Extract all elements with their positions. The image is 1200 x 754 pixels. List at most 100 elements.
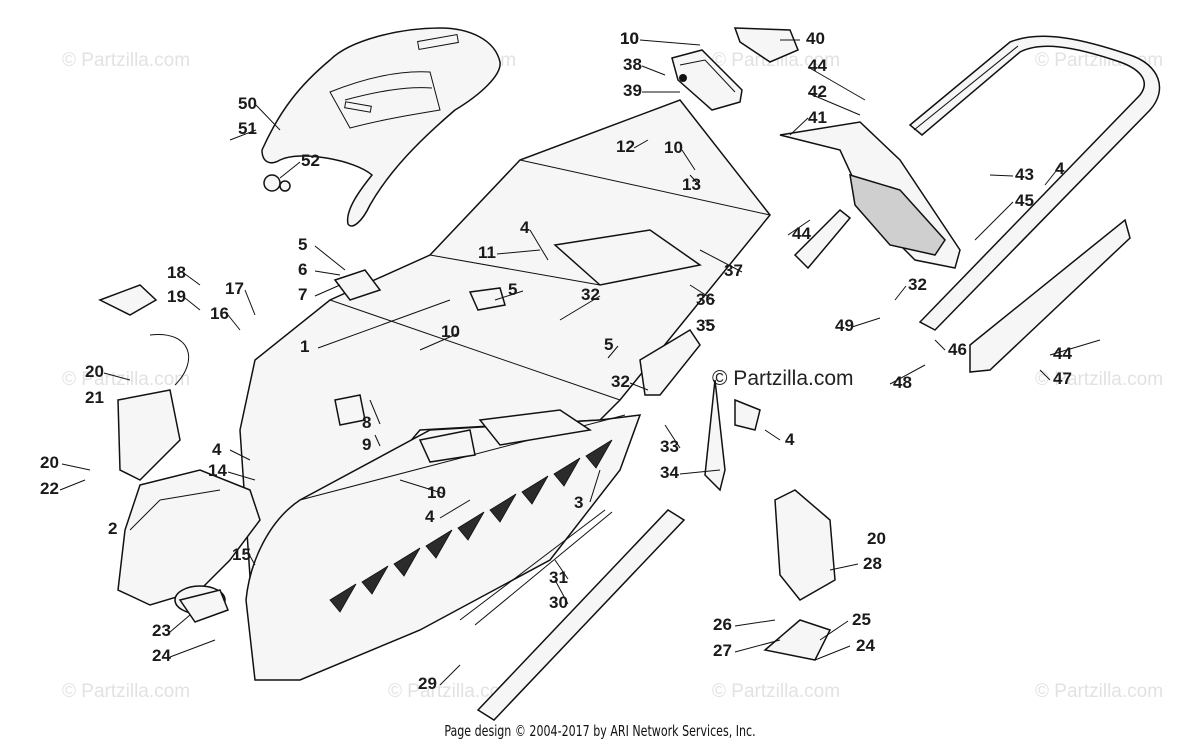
callout-number: 14 [208, 461, 227, 480]
leader-line [184, 273, 201, 286]
leader-line [184, 297, 201, 311]
callout-number: 6 [298, 260, 307, 279]
callout-number: 4 [1055, 159, 1065, 178]
leader-line [59, 479, 86, 491]
leader-line [664, 424, 681, 449]
callout-number: 49 [835, 316, 854, 335]
leader-line [249, 555, 256, 566]
watermark: © Partzilla.com [62, 369, 190, 390]
leader-line [787, 219, 811, 236]
callout-number: 32 [581, 285, 600, 304]
leader-line [639, 39, 701, 46]
callout-number: 22 [40, 479, 59, 498]
callout-number: 47 [1053, 369, 1072, 388]
callout-number: 4 [785, 430, 795, 449]
callout-number: 31 [549, 568, 568, 587]
tunnel-part [239, 99, 771, 681]
leader-line [244, 289, 256, 316]
leader-line [103, 372, 131, 381]
leader-line [633, 139, 649, 149]
callout-number: 41 [808, 108, 827, 127]
callout-number: 10 [664, 138, 683, 157]
watermark-group: © Partzilla.com © Partzilla.com © Partzi… [62, 50, 1163, 702]
callout-number: 24 [856, 636, 875, 655]
leader-line [889, 364, 926, 385]
callout-number: 20 [40, 453, 59, 472]
watermark: © Partzilla.com [1035, 681, 1163, 702]
cutout-shape [585, 439, 613, 469]
watermark: © Partzilla.com [712, 681, 840, 702]
leader-line [369, 399, 381, 425]
running-board-cutouts [329, 439, 613, 613]
cutout-shape [425, 529, 453, 559]
leader-line [554, 559, 569, 580]
callout-number: 26 [713, 615, 732, 634]
callout-number: 15 [232, 545, 251, 564]
center-watermark: © Partzilla.com [712, 367, 854, 390]
callout-number: 23 [152, 621, 171, 640]
callout-number: 13 [682, 175, 701, 194]
leader-line [129, 499, 161, 531]
callout-number: 12 [616, 137, 635, 156]
leader-line [974, 201, 1014, 241]
leader-line [314, 245, 346, 271]
callout-number: 34 [660, 463, 679, 482]
leader-line [989, 174, 1014, 177]
leader-line [734, 639, 781, 653]
leader-line [1049, 339, 1101, 356]
callout-number: 9 [362, 435, 371, 454]
leader-line [559, 295, 601, 321]
callout-number: 44 [808, 56, 827, 75]
leader-line [689, 284, 716, 302]
seat-part [261, 27, 501, 227]
watermark: © Partzilla.com [712, 50, 840, 71]
leader-line [314, 284, 341, 297]
callout-number: 32 [908, 275, 927, 294]
rear-bumper-part [908, 35, 1161, 373]
callout-number: 3 [574, 493, 583, 512]
leader-line [61, 463, 91, 471]
leader-line [807, 92, 861, 116]
right-parts [178, 328, 836, 661]
watermark: © Partzilla.com [388, 681, 516, 702]
leader-line [227, 314, 241, 331]
callout-number: 25 [852, 610, 871, 629]
callout-number: 5 [508, 280, 517, 299]
callout-number: 5 [298, 235, 307, 254]
leader-line [814, 645, 851, 661]
callout-number: 19 [167, 287, 186, 306]
leader-line [314, 270, 341, 276]
leader-line [169, 639, 216, 658]
leader-line [607, 345, 619, 359]
leader-line [894, 285, 907, 301]
leader-line [169, 614, 191, 633]
callout-number: 4 [212, 440, 222, 459]
leader-line [227, 471, 256, 481]
callout-number: 5 [604, 335, 613, 354]
callout-number: 36 [696, 290, 715, 309]
leader-line [1039, 369, 1051, 381]
callout-number: 28 [863, 554, 882, 573]
callout-number: 30 [549, 593, 568, 612]
callout-number: 7 [298, 285, 307, 304]
leader-line [851, 317, 881, 328]
callout-labels: 1234444455567891010101010111213141516171… [40, 29, 1072, 693]
callout-number: 27 [713, 641, 732, 660]
leader-line [554, 579, 569, 605]
leader-line [704, 319, 716, 328]
callout-number: 35 [696, 316, 715, 335]
callout-number: 32 [611, 372, 630, 391]
cutout-shape [457, 511, 485, 541]
watermark: © Partzilla.com [1035, 369, 1163, 390]
leader-line [689, 174, 701, 187]
leader-lines [59, 39, 1101, 686]
callout-number: 50 [238, 94, 257, 113]
callout-number: 17 [225, 279, 244, 298]
leader-line [439, 499, 471, 519]
front-bulkhead-part [117, 469, 261, 615]
leader-line [819, 620, 849, 641]
leader-line [679, 469, 721, 475]
callout-number: 20 [85, 362, 104, 381]
